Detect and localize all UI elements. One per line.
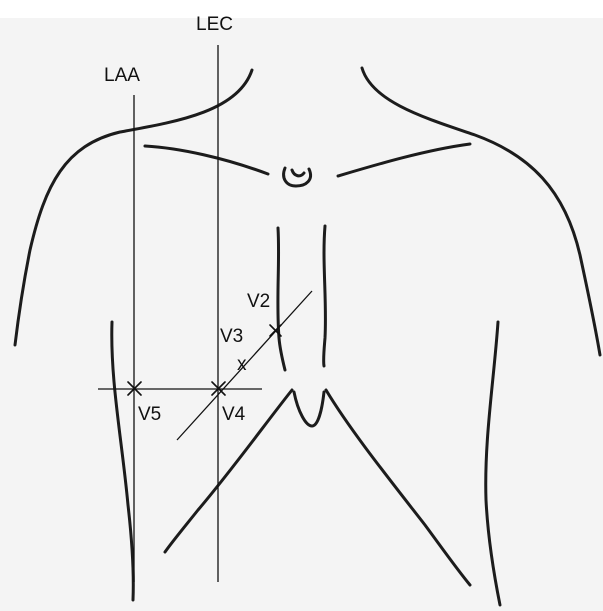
v2-label: V2 [247, 291, 270, 312]
v4-label: V4 [222, 404, 246, 425]
v3-label: V3 [220, 326, 243, 347]
lec-label: LEC [196, 14, 233, 35]
v3-marker: x [237, 354, 247, 375]
sternum-left-edge [324, 226, 326, 366]
laa-label: LAA [104, 65, 140, 86]
paper-background [0, 18, 603, 611]
v5-label: V5 [138, 404, 161, 425]
